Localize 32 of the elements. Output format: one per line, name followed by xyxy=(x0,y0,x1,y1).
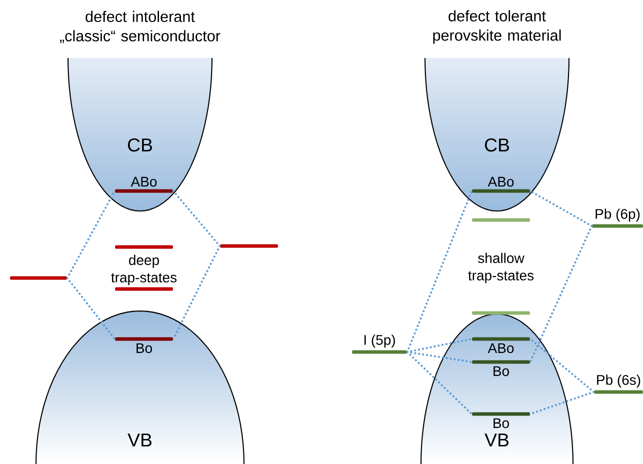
node-label: Bo xyxy=(494,418,509,428)
energy-level: Pb (6p) xyxy=(592,208,643,228)
energy-level: ABo xyxy=(472,176,530,193)
energy-level: I (5p) xyxy=(352,334,407,354)
node-label: Bo xyxy=(494,366,509,376)
connector xyxy=(529,224,593,364)
heading: defect tolerant perovskite material xyxy=(433,10,561,44)
energy-level: Bo xyxy=(115,337,173,354)
energy-level xyxy=(472,218,530,222)
energy-level: Bo xyxy=(472,360,530,376)
energy-level: Pb (6s) xyxy=(594,374,643,394)
node-label: ABo xyxy=(130,176,157,187)
trap-state-label: shallow trap-states xyxy=(468,252,534,284)
trap-state-label: deep trap-states xyxy=(111,254,177,286)
energy-level xyxy=(472,311,530,315)
node-label: Bo xyxy=(136,343,152,354)
node-label: Pb (6s) xyxy=(597,374,640,388)
connector xyxy=(66,276,116,340)
energy-level: ABo xyxy=(115,176,173,193)
node-label: I (5p) xyxy=(364,334,395,348)
energy-level xyxy=(115,287,173,291)
energy-level: Bo xyxy=(472,412,530,428)
heading: defect intolerant „classic“ semiconductor xyxy=(60,10,220,44)
connector xyxy=(406,350,473,416)
node-label: Pb (6p) xyxy=(596,208,640,222)
node-label: ABo xyxy=(488,343,514,354)
energy-level xyxy=(220,244,278,248)
energy-level xyxy=(10,276,67,280)
energy-level: ABo xyxy=(472,337,530,354)
node-label: ABo xyxy=(488,176,514,187)
connector xyxy=(529,390,595,416)
energy-level xyxy=(115,245,173,249)
